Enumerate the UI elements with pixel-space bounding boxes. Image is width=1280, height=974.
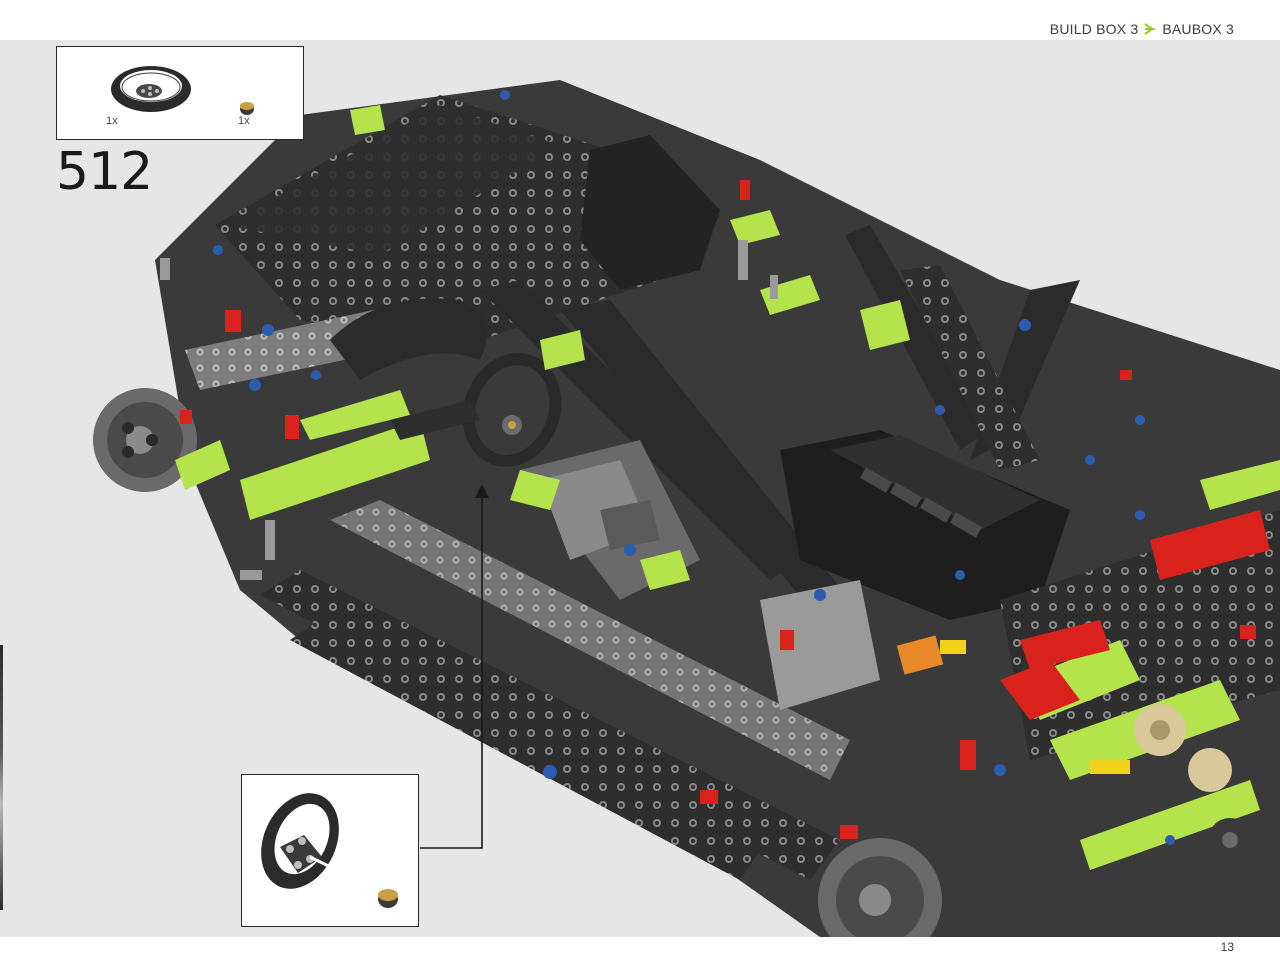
callout-illustration <box>261 793 398 908</box>
chevron-arrow-icon <box>1144 23 1156 35</box>
baubox-label: BAUBOX 3 <box>1162 21 1234 37</box>
parts-needed-box: 1x 1x <box>56 46 304 140</box>
build-box-breadcrumb: BUILD BOX 3 BAUBOX 3 <box>1050 21 1234 37</box>
assembly-illustration-area <box>0 40 1280 937</box>
tile-cap-detail-icon <box>378 889 398 908</box>
steering-wheel-detail-icon <box>261 793 339 889</box>
tile-cap-quantity: 1x <box>238 115 250 127</box>
technic-car-chassis-illustration <box>93 80 1280 937</box>
step-number: 512 <box>56 142 153 202</box>
build-box-label: BUILD BOX 3 <box>1049 21 1139 37</box>
steering-wheel-quantity: 1x <box>106 115 118 127</box>
callout-detail-box <box>241 774 419 927</box>
round-tile-cap-part-icon <box>240 102 254 115</box>
page-number: 13 <box>1220 940 1234 954</box>
parts-illustrations <box>111 66 254 115</box>
page-footer: 13 <box>0 937 1280 974</box>
page-edge-strip <box>0 645 3 910</box>
steering-wheel-part-icon <box>111 66 191 112</box>
page-header: BUILD BOX 3 BAUBOX 3 <box>0 0 1280 40</box>
